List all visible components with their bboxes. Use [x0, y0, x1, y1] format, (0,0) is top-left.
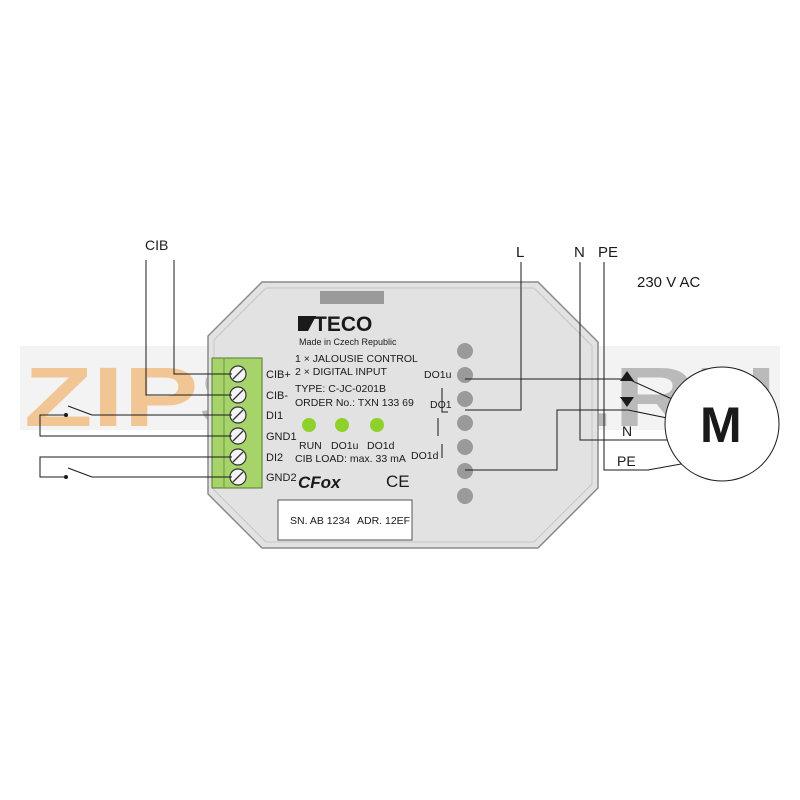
- info-line-4: ORDER No.: TXN 133 69: [295, 397, 414, 409]
- info-line-2: 2 × DIGITAL INPUT: [295, 366, 387, 378]
- info-line-3: TYPE: C-JC-0201B: [295, 383, 386, 395]
- led-do1u-label: DO1u: [331, 440, 359, 452]
- supply-l-label: L: [516, 244, 524, 261]
- supply-pe-label: PE: [598, 244, 618, 261]
- output-do1-label: DO1: [430, 399, 452, 411]
- teco-logo: TECO: [298, 313, 372, 336]
- led-do1d: [370, 418, 384, 432]
- serial-number: SN. AB 1234: [290, 515, 350, 527]
- brand-name: TECO: [314, 313, 372, 336]
- cib-label: CIB: [145, 237, 168, 253]
- di2-switch: [39, 456, 232, 478]
- address: ADR. 12EF: [357, 515, 410, 527]
- supply-voltage: 230 V AC: [637, 274, 701, 291]
- terminal-cib-plus: CIB+: [266, 369, 291, 381]
- output-do1u-label: DO1u: [424, 369, 452, 381]
- device-housing: [207, 281, 599, 549]
- output-terminals: [457, 343, 473, 504]
- terminal-gnd2: GND2: [266, 472, 297, 484]
- label-plate: [277, 499, 413, 541]
- motor-n-label: N: [622, 423, 632, 439]
- led-do1d-label: DO1d: [367, 440, 395, 452]
- motor-up-arrow-icon: [620, 371, 634, 381]
- top-slot: [320, 291, 384, 304]
- led-do1u: [335, 418, 349, 432]
- terminal-gnd1: GND1: [266, 431, 297, 443]
- info-line-5: CIB LOAD: max. 33 mA: [295, 453, 406, 465]
- watermark-zip: ZIP: [24, 350, 198, 444]
- terminal-di1: DI1: [266, 410, 283, 422]
- motor-pe-label: PE: [617, 453, 636, 469]
- supply-n-label: N: [574, 244, 585, 261]
- info-line-1: 1 × JALOUSIE CONTROL: [295, 353, 418, 365]
- motor-down-arrow-icon: [620, 397, 634, 407]
- led-run: [302, 418, 316, 432]
- internal-relay: [437, 388, 448, 458]
- output-do1d-label: DO1d: [411, 450, 439, 462]
- motor-letter: M: [700, 397, 742, 453]
- teco-mark-icon: [298, 316, 316, 331]
- terminal-cib-minus: CIB-: [266, 390, 288, 402]
- ce-mark: CE: [386, 472, 410, 491]
- led-run-label: RUN: [299, 440, 322, 452]
- terminal-di2: DI2: [266, 452, 283, 464]
- cfox-logo: CFox: [298, 473, 342, 492]
- cib-wires: [145, 260, 232, 396]
- motor-symbol: [664, 366, 780, 482]
- di1-switch: [39, 405, 232, 437]
- brand-tagline: Made in Czech Republic: [299, 337, 397, 347]
